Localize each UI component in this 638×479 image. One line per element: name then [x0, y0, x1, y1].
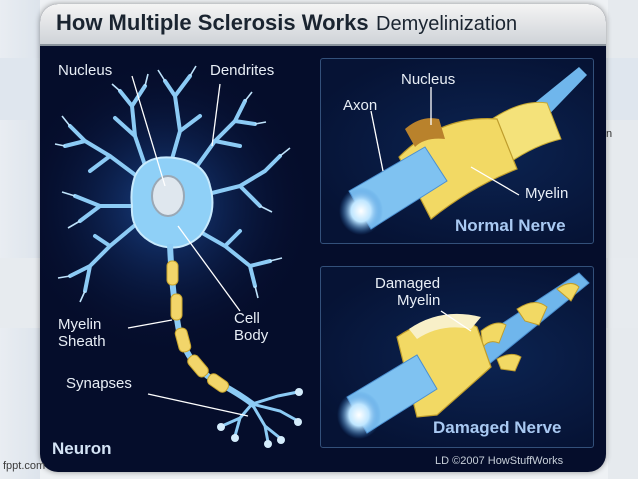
title-bar: How Multiple Sclerosis Works Demyeliniza…	[40, 4, 606, 46]
neuron-caption: Neuron	[52, 439, 112, 458]
neuron-callout-lines	[127, 75, 249, 417]
label-dendrites: Dendrites	[210, 62, 275, 79]
label-myelin: Myelin	[525, 185, 569, 202]
footer-brand: fppt.com	[3, 460, 46, 472]
label-myelin-sheath-line1: Myelin	[58, 316, 102, 333]
axon-shape	[167, 243, 257, 409]
label-normal-nucleus: Nucleus	[401, 71, 456, 88]
dendrite-tips	[54, 65, 291, 303]
normal-nerve-caption: Normal Nerve	[455, 216, 566, 235]
neuron-illustration	[40, 56, 315, 448]
damaged-nerve-caption: Damaged Nerve	[433, 418, 562, 437]
synapse-branches	[221, 390, 299, 443]
normal-callout-lines	[370, 87, 520, 196]
normal-nerve-illustration	[339, 67, 587, 235]
label-axon: Axon	[343, 97, 378, 114]
label-damaged-myelin-line1: Damaged	[375, 275, 441, 292]
damaged-nerve-panel: Damaged Myelin Damaged Nerve	[320, 266, 594, 448]
label-nucleus: Nucleus	[58, 62, 113, 79]
damaged-myelin-fragments	[480, 283, 580, 372]
nucleus-shape	[151, 175, 185, 217]
diagram-frame: How Multiple Sclerosis Works Demyeliniza…	[40, 4, 606, 472]
label-damaged-myelin-line2: Myelin	[397, 292, 441, 309]
normal-axon-end	[339, 187, 383, 235]
damaged-axon-end	[337, 391, 381, 439]
label-cell-body-line2: Body	[234, 327, 269, 344]
damaged-myelin-frayed-edge	[409, 313, 481, 339]
stray-slide-text: n	[606, 128, 613, 140]
label-synapses: Synapses	[66, 375, 132, 392]
diagram-title: How Multiple Sclerosis Works	[56, 10, 369, 35]
damaged-callout-line	[440, 310, 472, 332]
label-myelin-sheath-line2: Sheath	[58, 333, 106, 350]
credit-line: LD ©2007 HowStuffWorks	[435, 455, 564, 467]
damaged-nerve-illustration	[337, 272, 590, 439]
normal-schwann-nucleus	[405, 118, 445, 147]
dendrites-shape	[63, 74, 282, 293]
normal-nerve-panel: Axon Nucleus Myelin Normal Nerve	[320, 58, 594, 244]
diagram-subtitle: Demyelinization	[376, 13, 518, 35]
synapse-terminals	[217, 388, 303, 448]
myelin-segments	[166, 260, 229, 393]
label-cell-body-line1: Cell	[234, 310, 260, 327]
